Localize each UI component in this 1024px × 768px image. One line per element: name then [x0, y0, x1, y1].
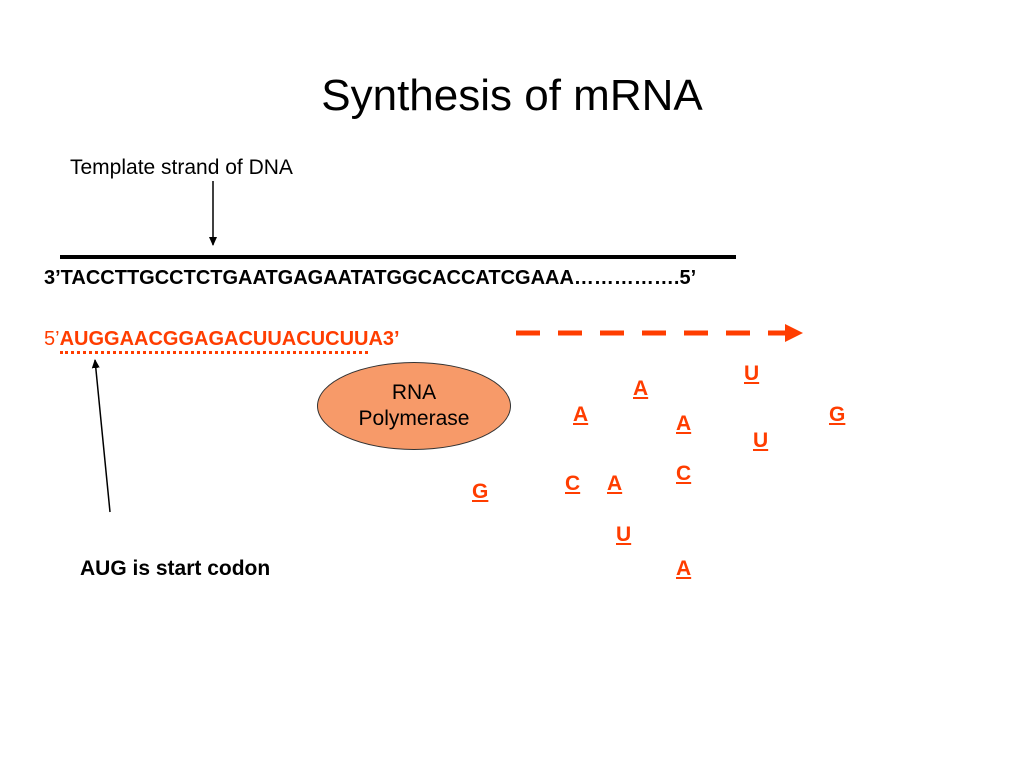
start-codon-arrow	[91, 359, 111, 513]
slide-title: Synthesis of mRNA	[321, 71, 703, 120]
free-nucleotide: C	[676, 462, 692, 485]
rna-polymerase-label: RNA Polymerase	[358, 381, 470, 430]
template-strand-label: Template strand of DNA	[70, 156, 293, 179]
free-nucleotide: A	[607, 472, 623, 495]
free-nucleotide: G	[472, 480, 489, 503]
free-nucleotide: U	[616, 523, 632, 546]
free-nucleotide: G	[829, 403, 846, 426]
start-codon-label: AUG is start codon	[80, 557, 271, 580]
free-nucleotide: U	[753, 429, 769, 452]
dna-template-strand-line	[60, 255, 736, 259]
dna-template-sequence: 3’TACCTTGCCTCTGAATGAGAATATGGCACCATCGAAA……	[44, 267, 697, 289]
mrna-sequence: AUGGAACGGAGACUUACUCUU	[59, 328, 369, 354]
free-nucleotide: A	[633, 377, 649, 400]
mrna-5prime-label: 5’	[44, 328, 60, 350]
rna-polymerase: RNA Polymerase	[317, 362, 511, 450]
free-nucleotide: U	[744, 362, 760, 385]
free-nucleotide: A	[676, 557, 692, 580]
free-nucleotide: C	[565, 472, 581, 495]
mrna-3prime-end: A3’	[368, 328, 400, 350]
mrna-strand: 5’AUGGAACGGAGACUUACUCUUA3’	[44, 327, 400, 354]
free-nucleotide: A	[676, 412, 692, 435]
free-nucleotide: A	[573, 403, 589, 426]
transcription-direction-arrowhead	[785, 324, 803, 342]
